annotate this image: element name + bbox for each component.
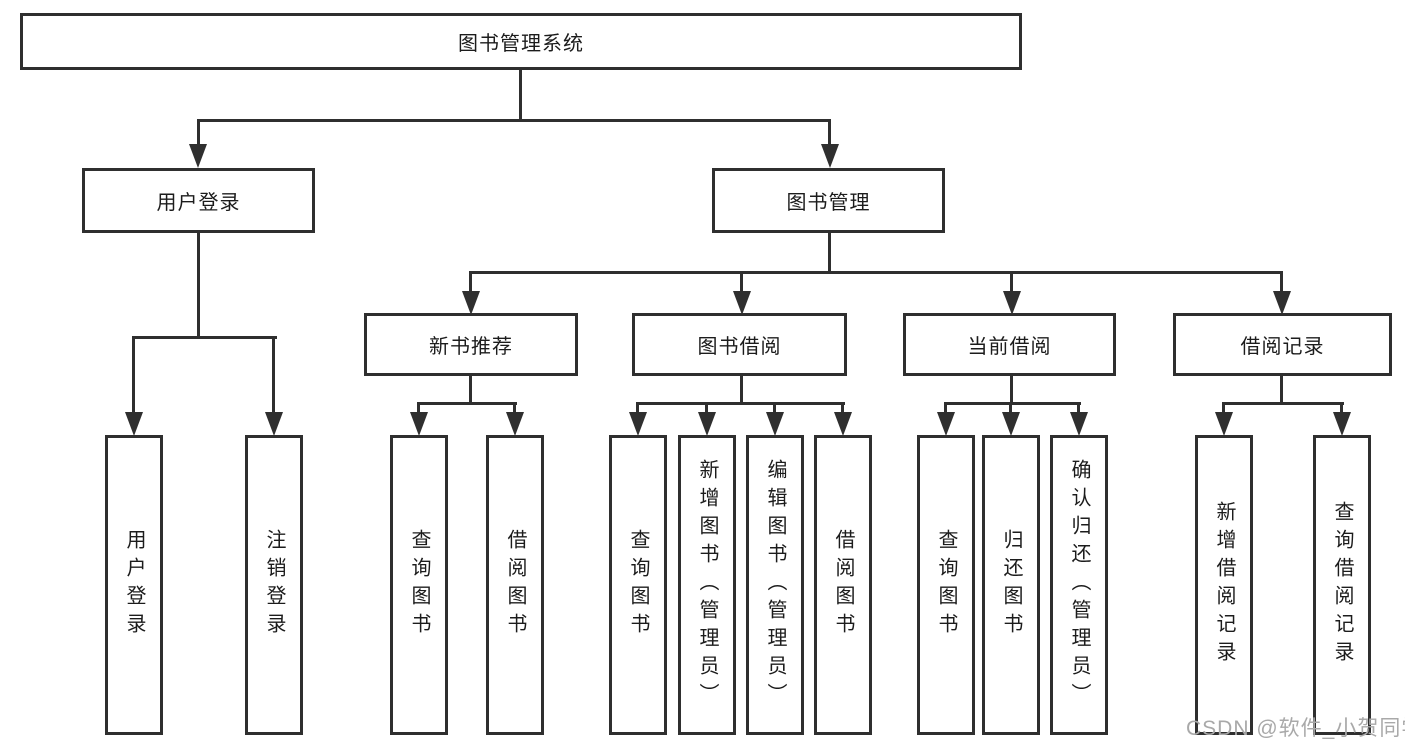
leaf-query-books-current: 查询图书 <box>917 435 975 735</box>
connector-line <box>828 233 831 274</box>
arrowhead-down-icon <box>1333 412 1351 436</box>
connector-line <box>132 336 277 339</box>
node-borrow-records: 借阅记录 <box>1173 313 1392 376</box>
connector-line <box>1340 402 1343 415</box>
leaf-edit-books-admin: 编辑图书（管理员） <box>746 435 804 735</box>
arrowhead-down-icon <box>506 412 524 436</box>
leaf-add-books-admin: 新增图书（管理员） <box>678 435 736 735</box>
leaf-confirm-return-admin: 确认归还（管理员） <box>1050 435 1108 735</box>
leaf-add-borrow-record: 新增借阅记录 <box>1195 435 1253 735</box>
connector-line <box>1077 402 1080 415</box>
connector-line <box>469 376 472 405</box>
connector-line <box>1010 376 1013 405</box>
node-book-management: 图书管理 <box>712 168 945 233</box>
leaf-query-books-recommend: 查询图书 <box>390 435 448 735</box>
arrowhead-down-icon <box>265 412 283 436</box>
connector-line <box>740 271 743 293</box>
connector-line <box>519 70 522 120</box>
connector-line <box>272 336 275 414</box>
arrowhead-down-icon <box>766 412 784 436</box>
leaf-query-books-borrow: 查询图书 <box>609 435 667 735</box>
connector-line <box>773 402 776 415</box>
connector-line <box>197 119 200 147</box>
connector-line <box>513 402 516 415</box>
connector-line <box>469 271 1283 274</box>
node-current-borrow: 当前借阅 <box>903 313 1116 376</box>
connector-line <box>828 119 831 147</box>
connector-line <box>1010 271 1013 293</box>
arrowhead-down-icon <box>1215 412 1233 436</box>
arrowhead-down-icon <box>834 412 852 436</box>
arrowhead-down-icon <box>698 412 716 436</box>
connector-line <box>841 402 844 415</box>
leaf-return-books: 归还图书 <box>982 435 1040 735</box>
node-root-system: 图书管理系统 <box>20 13 1022 70</box>
connector-line <box>469 271 472 293</box>
node-new-book-recommend: 新书推荐 <box>364 313 578 376</box>
connector-line <box>636 402 639 415</box>
node-book-borrow: 图书借阅 <box>632 313 847 376</box>
arrowhead-down-icon <box>125 412 143 436</box>
arrowhead-down-icon <box>1070 412 1088 436</box>
arrowhead-down-icon <box>937 412 955 436</box>
leaf-borrow-books-recommend: 借阅图书 <box>486 435 544 735</box>
arrowhead-down-icon <box>189 144 207 168</box>
leaf-borrow-books: 借阅图书 <box>814 435 872 735</box>
arrowhead-down-icon <box>629 412 647 436</box>
arrowhead-down-icon <box>1002 412 1020 436</box>
arrowhead-down-icon <box>410 412 428 436</box>
connector-line <box>197 233 200 339</box>
node-user-login: 用户登录 <box>82 168 315 233</box>
connector-line <box>740 376 743 405</box>
connector-line <box>1280 271 1283 293</box>
connector-line <box>1280 376 1283 405</box>
arrowhead-down-icon <box>462 291 480 315</box>
leaf-query-borrow-record: 查询借阅记录 <box>1313 435 1371 735</box>
leaf-user-login: 用户登录 <box>105 435 163 735</box>
connector-line <box>417 402 420 415</box>
connector-line <box>944 402 947 415</box>
connector-line <box>1222 402 1225 415</box>
leaf-logout: 注销登录 <box>245 435 303 735</box>
connector-line <box>132 336 135 414</box>
arrowhead-down-icon <box>1003 291 1021 315</box>
watermark: CSDN @软件_小贺同学 <box>1186 717 1405 740</box>
connector-line <box>1009 402 1012 415</box>
connector-line <box>944 402 1081 405</box>
connector-line <box>705 402 708 415</box>
connector-line <box>636 402 845 405</box>
arrowhead-down-icon <box>1273 291 1291 315</box>
arrowhead-down-icon <box>733 291 751 315</box>
arrowhead-down-icon <box>821 144 839 168</box>
connector-line <box>417 402 517 405</box>
connector-line <box>197 119 831 122</box>
connector-line <box>1222 402 1344 405</box>
